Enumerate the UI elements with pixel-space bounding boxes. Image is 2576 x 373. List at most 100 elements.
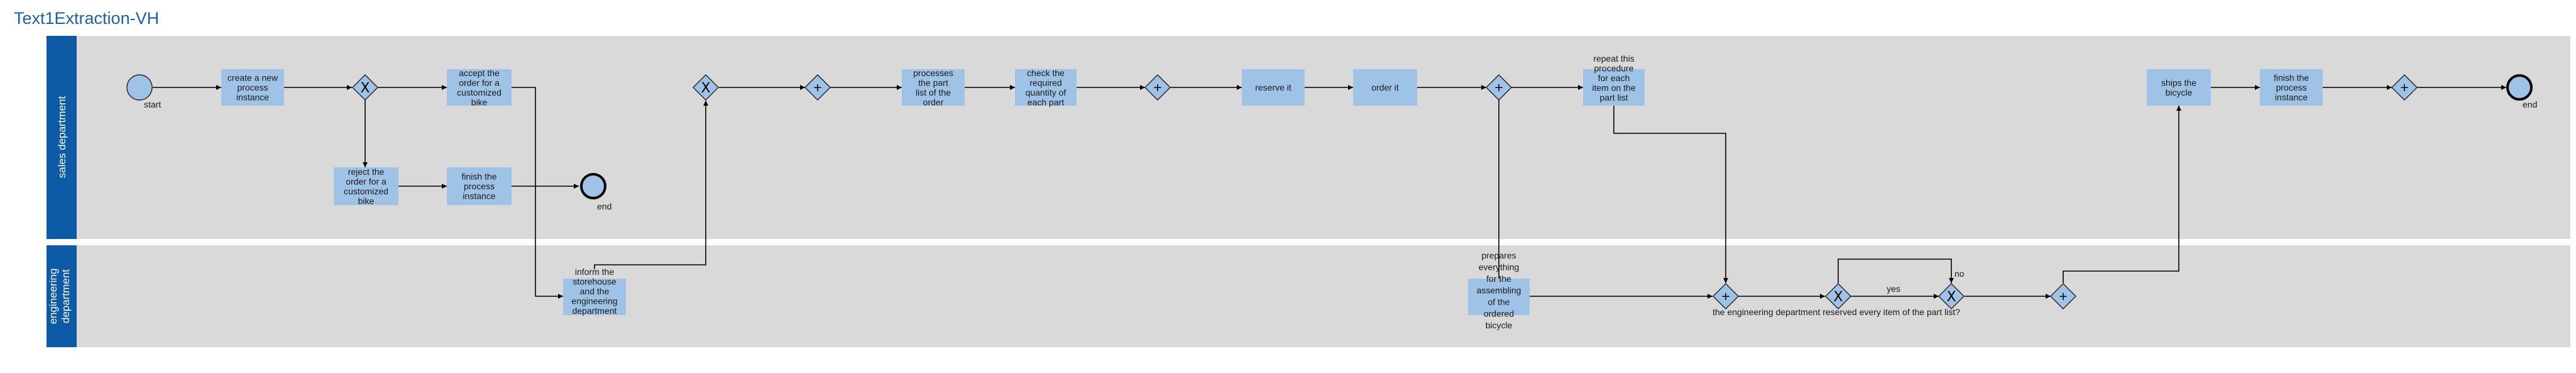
task-accept-line-2: order for a — [459, 77, 500, 87]
gateway-xor-4: X — [1937, 282, 1965, 310]
gateway-and-2-diamond — [1144, 74, 1171, 101]
task-reject-line-3: customized — [344, 186, 388, 196]
task-reject-box — [334, 167, 398, 205]
task-reserve: reserve it — [1242, 69, 1305, 106]
task-finish2-line-2: process — [2276, 82, 2306, 92]
gateway-xor-2-diamond — [692, 74, 720, 101]
task-finish2-box — [2260, 69, 2323, 106]
gateway-and-4-diamond — [1712, 282, 1740, 310]
task-reject-line-2: order for a — [346, 176, 386, 186]
gateway-and-3-marker: + — [1494, 81, 1503, 94]
start-event-label: start — [144, 99, 161, 109]
task-repeat-box — [1583, 69, 1645, 106]
flow-no-loop — [1838, 259, 1954, 283]
lane-sales: sales department — [47, 36, 2570, 239]
lane-eng-label-2: department — [60, 269, 72, 323]
task-repeat-line-5: part list — [1599, 92, 1628, 103]
gateway-question-label: the engineering department reserved ever… — [1713, 307, 1960, 317]
gateway-xor-4-diamond — [1937, 282, 1965, 310]
gateway-and-1-diamond — [804, 74, 831, 101]
task-reserve-box — [1242, 69, 1305, 106]
task-prepares-line-5: of the — [1488, 297, 1510, 307]
gateway-and-1-marker: + — [813, 81, 822, 94]
gateway-and-4: + — [1712, 282, 1740, 310]
gateway-xor-3: X — [1824, 282, 1852, 310]
task-repeat-line-3: for each — [1598, 73, 1630, 83]
task-accept-line-4: bike — [471, 97, 488, 107]
task-ships-line-2: bicycle — [2166, 87, 2193, 97]
page-title: Text1Extraction-VH — [14, 9, 160, 28]
flow-repeat-and4 — [1613, 106, 1728, 283]
gateway-xor-1-diamond — [351, 74, 379, 101]
gateway-and-5: + — [2049, 282, 2077, 310]
end-event-2-label: end — [2523, 99, 2537, 109]
task-check-line-1: check the — [1027, 68, 1065, 78]
task-finish1-box — [447, 167, 512, 205]
gateway-and-6-diamond — [2391, 74, 2418, 101]
task-accept-line-3: customized — [457, 87, 501, 97]
task-reject-line-4: bike — [358, 196, 375, 206]
task-prepares-line-7: bicycle — [1486, 320, 1513, 330]
lane-eng-label-1: engineering — [47, 269, 59, 325]
flow-label-yes: yes — [1887, 284, 1900, 294]
end-event-2: end — [2506, 74, 2537, 109]
gateway-and-2: + — [1144, 74, 1171, 101]
task-check-line-4: each part — [1028, 97, 1064, 107]
task-prepares-line-4: assembling — [1477, 286, 1521, 296]
lane-sales-body — [77, 36, 2570, 239]
task-prepares-line-1: prepares — [1481, 250, 1516, 260]
task-processes-box — [902, 69, 965, 106]
task-inform-line-1: inform the — [575, 267, 614, 277]
task-order: order it — [1353, 69, 1417, 106]
start-event: start — [126, 74, 161, 109]
task-prepares-line-2: everything — [1479, 262, 1520, 272]
task-accept-box — [447, 69, 512, 106]
task-inform-box — [563, 279, 626, 315]
task-prepares-line-3: for the — [1486, 274, 1511, 284]
end-event-1-label: end — [597, 201, 611, 211]
task-inform-line-5: department — [573, 306, 617, 316]
task-order-box — [1353, 69, 1417, 106]
gateway-and-6-marker: + — [2399, 81, 2409, 94]
flow-label-no: no — [1954, 269, 1965, 279]
task-finish2-line-1: finish the — [2274, 73, 2309, 83]
gateway-and-4-marker: + — [1721, 290, 1730, 303]
lane-engineering: engineering department — [47, 245, 2570, 347]
task-create-line-1: create a new — [227, 73, 278, 83]
task-create-line-2: process — [237, 82, 268, 92]
task-finish1-line-3: instance — [463, 191, 495, 201]
gateway-xor-3-marker: X — [1833, 289, 1843, 305]
gateway-and-3: + — [1485, 74, 1513, 101]
task-processes-line-2: the part — [918, 77, 948, 87]
task-reserve-line-1: reserve it — [1255, 82, 1291, 92]
task-finish1-line-1: finish the — [461, 172, 496, 182]
lane-sales-header — [47, 36, 77, 239]
task-finish1-line-2: process — [464, 181, 495, 191]
task-inform-line-4: engineering — [571, 296, 617, 306]
task-accept-line-1: accept the — [459, 68, 500, 78]
task-ships-line-1: ships the — [2161, 77, 2196, 87]
gateway-and-3-diamond — [1485, 74, 1513, 101]
task-prepares-box — [1468, 279, 1530, 315]
sequence-flows — [153, 85, 2506, 299]
gateway-and-5-diamond — [2049, 282, 2077, 310]
task-inform-line-2: storehouse — [573, 277, 616, 287]
gateway-xor-3-diamond — [1824, 282, 1852, 310]
lane-sales-label: sales department — [56, 96, 68, 179]
task-processes-line-3: list of the — [916, 87, 951, 97]
gateway-and-6: + — [2391, 74, 2418, 101]
flow-accept-inform — [512, 87, 563, 299]
lane-eng-header — [47, 245, 77, 347]
